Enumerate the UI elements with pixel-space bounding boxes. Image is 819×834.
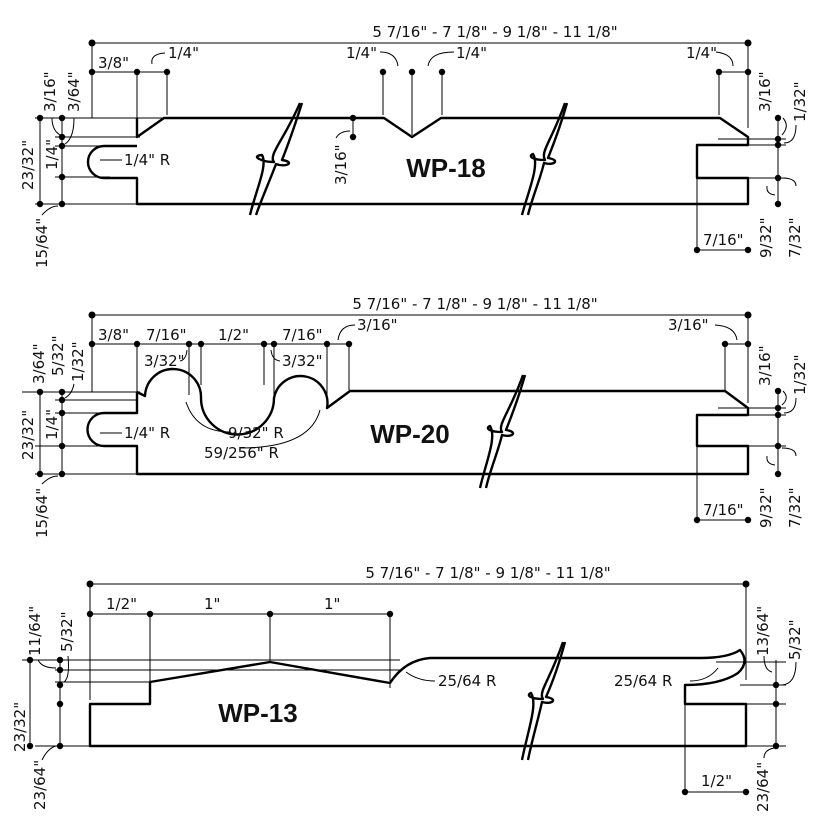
overall-width-label: 5 7/16" - 7 1/8" - 9 1/8" - 11 1/8" <box>372 23 617 41</box>
dim-label: 3/16" <box>668 316 709 334</box>
dim-label: 3/64" <box>30 343 48 384</box>
profile-title: WP-13 <box>218 698 297 728</box>
dim-label: 1/4" <box>168 44 199 62</box>
dim-label: 1/32" <box>791 81 809 122</box>
dim-label: 1/32" <box>791 354 809 395</box>
dim-label: 15/64" <box>33 488 51 538</box>
dim-label: 3/16" <box>41 71 59 112</box>
dim-label: 23/32" <box>19 140 37 190</box>
dim-label: 7/32" <box>786 487 804 528</box>
profile-wp-18: 5 7/16" - 7 1/8" - 9 1/8" - 11 1/8" 3/8"… <box>19 23 809 268</box>
dim-label: 1/4" <box>346 44 377 62</box>
dim-label: 23/64" <box>31 760 49 810</box>
dim-label: 1/2" <box>701 772 732 790</box>
overall-width-label: 5 7/16" - 7 1/8" - 9 1/8" - 11 1/8" <box>352 295 597 313</box>
dim-label: 5/32" <box>58 611 76 652</box>
dim-label: 23/32" <box>19 410 37 460</box>
dim-label: 9/32" <box>757 217 775 258</box>
dim-label: 1/2" <box>106 595 137 613</box>
dim-label: 5/32" <box>49 335 67 376</box>
dim-label: 3/32" <box>144 352 185 370</box>
dim-label: 3/16" <box>357 316 398 334</box>
profile-title: WP-18 <box>406 153 485 183</box>
radius-label: 1/4" R <box>124 151 170 169</box>
dim-label: 23/32" <box>11 702 29 752</box>
dim-label: 1" <box>324 595 340 613</box>
profile-wp-20: 5 7/16" - 7 1/8" - 9 1/8" - 11 1/8" 3/8"… <box>19 295 809 538</box>
dim-label: 3/16" <box>756 71 774 112</box>
dim-label: 3/16" <box>756 345 774 386</box>
dim-label: 7/16" <box>703 501 744 519</box>
dim-label: 5/32" <box>786 619 804 660</box>
dim-label: 7/16" <box>282 326 323 344</box>
dim-label: 9/32" <box>757 487 775 528</box>
dim-label: 1/4" <box>456 44 487 62</box>
radius-label: 9/32" R <box>228 424 284 442</box>
dim-label: 15/64" <box>33 218 51 268</box>
radius-label: 25/64 R <box>438 672 496 690</box>
dim-label: 11/64" <box>26 606 44 656</box>
dim-label: 7/16" <box>146 326 187 344</box>
dim-label: 1/2" <box>218 326 249 344</box>
dim-label: 3/8" <box>98 54 129 72</box>
dim-label: 7/32" <box>786 217 804 258</box>
dim-label: 3/16" <box>332 144 350 185</box>
dim-label: 1/4" <box>686 44 717 62</box>
radius-label: 59/256" R <box>204 444 279 462</box>
dim-label: 1" <box>204 595 220 613</box>
profile-wp-13: 5 7/16" - 7 1/8" - 9 1/8" - 11 1/8" 1/2"… <box>11 564 804 812</box>
radius-label: 25/64 R <box>614 672 672 690</box>
radius-label: 1/4" R <box>124 424 170 442</box>
dim-label: 1/32" <box>69 341 87 382</box>
dim-label: 13/64" <box>754 606 772 656</box>
overall-width-label: 5 7/16" - 7 1/8" - 9 1/8" - 11 1/8" <box>365 564 610 582</box>
dim-label: 3/32" <box>282 352 323 370</box>
dim-label: 3/8" <box>98 326 129 344</box>
dim-label: 7/16" <box>703 231 744 249</box>
dim-label: 3/64" <box>65 71 83 112</box>
dim-label: 1/4" <box>43 409 61 440</box>
dim-label: 23/64" <box>754 762 772 812</box>
profile-title: WP-20 <box>370 419 449 449</box>
dim-label: 1/4" <box>43 139 61 170</box>
